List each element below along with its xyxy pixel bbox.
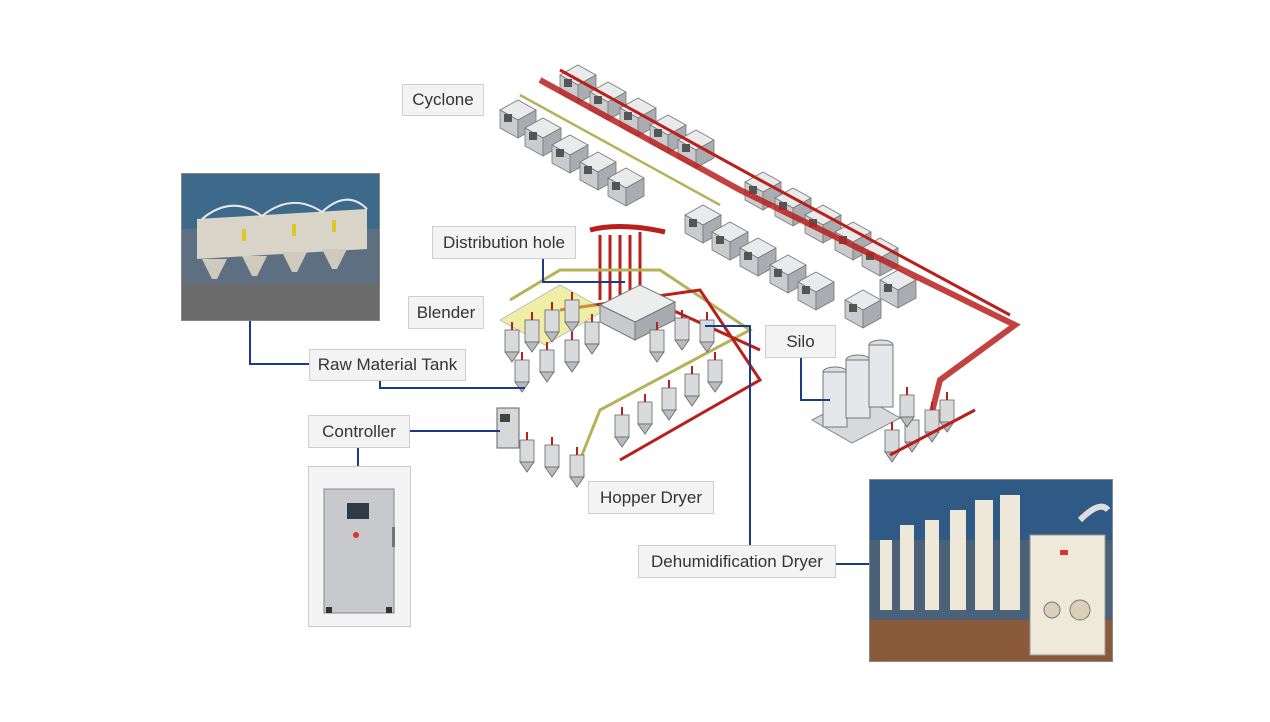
blender-label: Blender [408,296,484,329]
leader-lines [249,258,870,565]
distribution-station [598,284,677,341]
raw-material-tank-label: Raw Material Tank [309,349,466,381]
dehumidification-dryer-photo [869,479,1113,662]
hopper-dryer-label: Hopper Dryer [588,481,714,514]
controller-cabinet-image [309,467,410,626]
silo-label: Silo [765,325,836,358]
raw-material-tank-photo [181,173,380,321]
controller-photo [308,466,411,627]
conveying-pipes [509,68,1021,462]
blender-group [498,284,607,393]
controller-label: Controller [308,415,410,448]
controller-cabinet-illustration [496,407,520,449]
cyclone-label: Cyclone [402,84,484,116]
injection-machines-middle [684,171,917,329]
silo-loaders [884,386,976,463]
dehumidification-dryer-image [870,480,1112,661]
silo-group [810,339,902,444]
dehumidification-dryer-label: Dehumidification Dryer [638,545,836,578]
distribution-hole-label: Distribution hole [432,226,576,259]
raw-material-tank-image [182,174,379,320]
